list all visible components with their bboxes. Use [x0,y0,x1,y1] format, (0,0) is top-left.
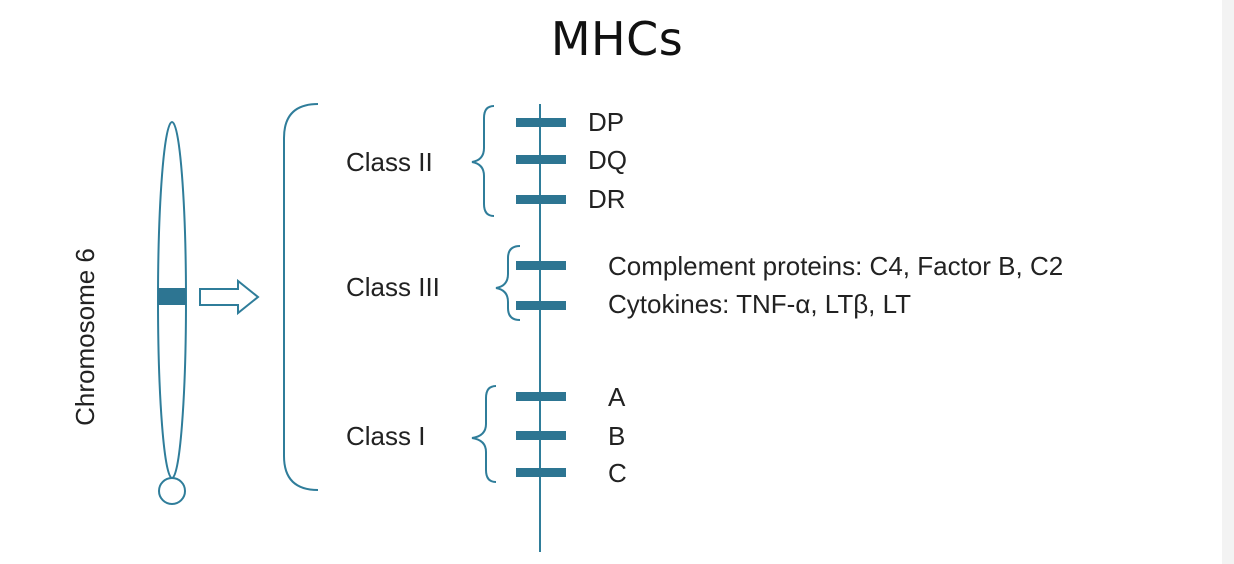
class-i-brace [471,385,497,483]
mhc-region-bracket [283,103,319,491]
gene-band-c [516,468,566,477]
class-i-label: Class I [346,421,425,451]
class-ii-group: Class II DP DQ DR [346,105,627,217]
gene-label-a: A [608,382,626,412]
class-iii-group: Class III Complement proteins: C4, Facto… [346,245,1063,321]
class-iii-brace [495,245,521,321]
class-ii-brace [471,105,495,217]
gene-band-b [516,431,566,440]
gene-band-complement [516,261,566,270]
gene-band-a [516,392,566,401]
gene-band-dq [516,155,566,164]
gene-label-complement: Complement proteins: C4, Factor B, C2 [608,251,1063,281]
gene-label-b: B [608,421,625,451]
mhc-locus-band [158,288,186,305]
class-iii-label: Class III [346,272,440,302]
gene-label-cytokines: Cytokines: TNF-α, LTβ, LT [608,289,911,319]
class-i-group: Class I A B C [346,382,627,488]
gene-label-dq: DQ [588,145,627,175]
gene-label-dp: DP [588,107,624,137]
gene-band-cytokines [516,301,566,310]
class-ii-label: Class II [346,147,433,177]
right-edge-strip [1222,0,1234,564]
gene-label-c: C [608,458,627,488]
chromosome-6 [157,121,187,505]
chromosome-centromere [158,477,186,505]
chromosome-label: Chromosome 6 [70,248,100,426]
gene-band-dp [516,118,566,127]
page-title: MHCs [550,12,684,66]
right-arrow-icon [199,278,260,316]
gene-label-dr: DR [588,184,626,214]
gene-band-dr [516,195,566,204]
